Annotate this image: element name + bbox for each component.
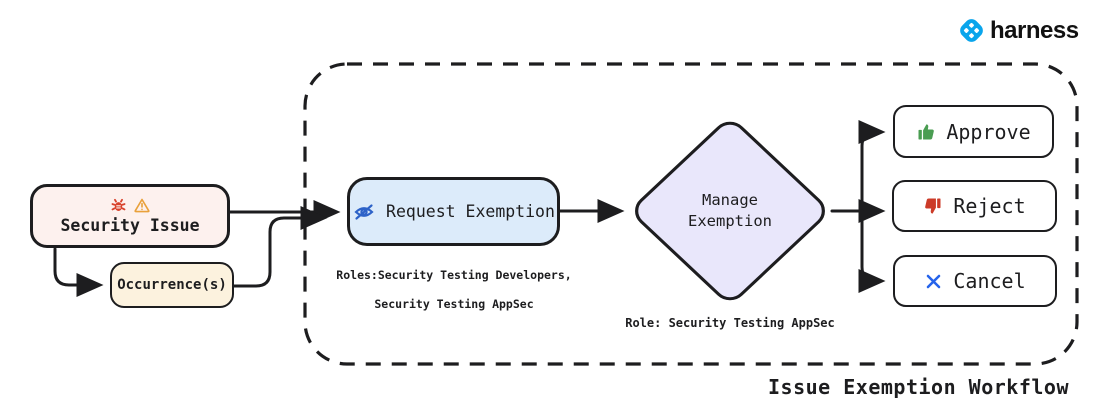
x-icon [924, 272, 943, 291]
harness-logo-icon [956, 15, 987, 46]
brand-wordmark: harness [990, 16, 1079, 44]
security-issue-label: Security Issue [60, 216, 200, 235]
request-exemption-roles-note: Roles:Security Testing Developers, Secur… [336, 268, 572, 312]
workflow-boundary [303, 62, 1079, 366]
arrow-manage-to-cancel [858, 209, 886, 293]
node-reject: Reject [892, 180, 1057, 232]
brand-logo: harness [956, 15, 1079, 46]
eye-off-icon [352, 200, 376, 224]
node-request-exemption: Request Exemption [347, 177, 560, 246]
arrow-occurrence-to-request [232, 206, 328, 288]
arrow-manage-to-approve [830, 132, 881, 213]
manage-exemption-diamond [635, 121, 825, 301]
manage-exemption-role-note: Role: Security Testing AppSec [625, 316, 835, 330]
approve-label: Approve [946, 119, 1031, 144]
node-cancel: Cancel [893, 255, 1057, 307]
bug-icon [110, 197, 127, 214]
node-occurrence: Occurrence(s) [110, 262, 234, 308]
thumbs-up-icon [916, 122, 936, 142]
request-exemption-label: Request Exemption [386, 202, 555, 221]
occurrence-label: Occurrence(s) [117, 277, 227, 293]
warning-icon [133, 197, 151, 214]
manage-exemption-label: Manage Exemption [688, 191, 772, 230]
arrow-issue-to-occurrence [53, 247, 104, 297]
thumbs-down-icon [923, 196, 943, 216]
cancel-label: Cancel [953, 269, 1026, 293]
workflow-title: Issue Exemption Workflow [768, 375, 1069, 399]
node-security-issue: Security Issue [30, 184, 230, 248]
reject-label: Reject [953, 194, 1026, 218]
node-approve: Approve [893, 105, 1054, 158]
